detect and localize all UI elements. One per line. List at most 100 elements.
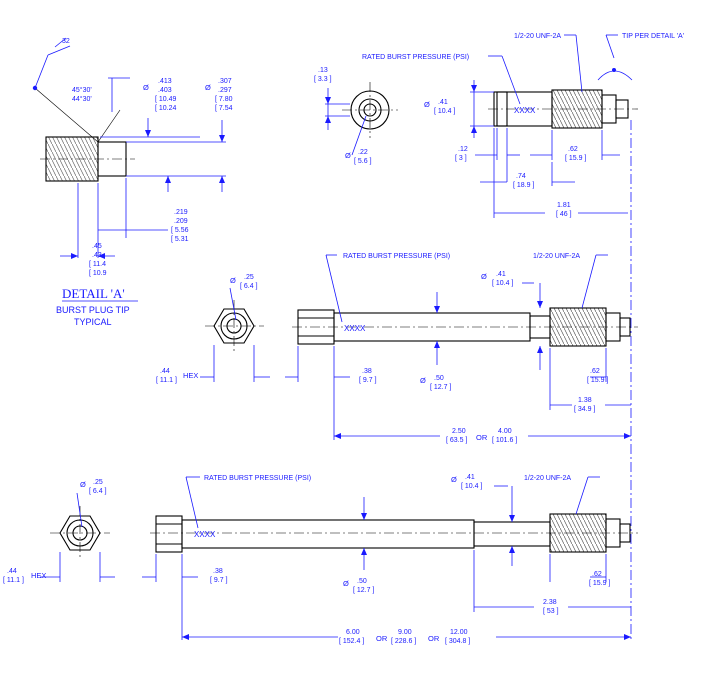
bot-len-a-mm: [ 152.4 ] [339, 638, 364, 645]
dim-403: .403 [158, 87, 172, 94]
bottom-part: Ø .25 [ 6.4 ] .44 [ 11.1 ] HEX XXXX RATE… [3, 474, 638, 645]
mid-dim-25: .25 [244, 274, 254, 281]
dim-297: .297 [218, 87, 232, 94]
bot-hex-body [155, 515, 183, 553]
svg-text:Ø: Ø [424, 100, 430, 109]
mid-dim-11-1: [ 11.1 ] [156, 377, 177, 384]
mid-dim-1-38: 1.38 [578, 397, 592, 404]
bot-dim-6-4: [ 6.4 ] [89, 488, 107, 495]
top-xxxx-mark: XXXX [514, 106, 536, 115]
top-dim-22: .22 [358, 149, 368, 156]
bot-dim-10-4: [ 10.4 ] [461, 483, 482, 490]
mid-dim-50: .50 [434, 375, 444, 382]
mid-dim-44: .44 [160, 368, 170, 375]
top-dim-5-6: [ 5.6 ] [354, 158, 372, 165]
dim-7-54: [ 7.54 [215, 105, 233, 112]
detail-a-subtitle-1: BURST PLUG TIP [56, 305, 130, 315]
top-part: .13 [ 3.3 ] Ø .22 [ 5.6 ] XXXX RATED BUR… [314, 33, 684, 218]
mid-dim-6-4: [ 6.4 ] [240, 283, 258, 290]
bot-thread-label: 1/2-20 UNF-2A [524, 475, 571, 482]
top-thread-label: 1/2-20 UNF-2A [514, 33, 561, 40]
bot-xxxx-mark: XXXX [194, 530, 216, 539]
bot-shank [181, 519, 475, 549]
top-rated-label: RATED BURST PRESSURE (PSI) [362, 54, 469, 61]
dim-209: .209 [174, 218, 188, 225]
bot-len-c-mm: [ 304.8 ] [445, 638, 470, 645]
bot-dim-2-38: 2.38 [543, 599, 557, 606]
top-dim-10-4: [ 10.4 ] [434, 108, 455, 115]
dim-10-9: [ 10.9 [89, 270, 107, 277]
top-dim-1-81: 1.81 [557, 202, 571, 209]
roughness-32: 32 [62, 38, 70, 45]
bot-len-c: 12.00 [450, 629, 468, 636]
bot-dim-50: .50 [357, 578, 367, 585]
svg-text:Ø: Ø [343, 579, 349, 588]
top-dim-62: .62 [568, 146, 578, 153]
svg-text:Ø: Ø [230, 276, 236, 285]
bot-dim-25: .25 [93, 479, 103, 486]
bot-dim-9-7: [ 9.7 ] [210, 577, 228, 584]
bot-dim-41: .41 [465, 474, 475, 481]
dim-43: .43 [92, 252, 102, 259]
top-dim-41: .41 [438, 99, 448, 106]
top-dim-13: .13 [318, 67, 328, 74]
mid-len-b: 4.00 [498, 428, 512, 435]
dim-307: .307 [218, 78, 232, 85]
dim-11-4: [ 11.4 [89, 261, 106, 268]
detail-a: 32 45°30' 44°30' Ø .413 .403 [ 10.49 [ 1… [32, 37, 233, 327]
bot-or-2: OR [428, 634, 440, 643]
angle-upper: 45°30' [72, 86, 92, 94]
top-dim-3: [ 3 ] [455, 155, 467, 162]
mid-dim-38: .38 [362, 368, 372, 375]
mid-dim-10-4: [ 10.4 ] [492, 280, 513, 287]
bot-dim-44: .44 [7, 568, 17, 575]
mid-dim-12-7: [ 12.7 ] [430, 384, 451, 391]
mid-dim-15-9: [ 15.9 ] [587, 377, 608, 384]
top-dim-46: [ 46 ] [556, 211, 572, 218]
mid-len-a: 2.50 [452, 428, 466, 435]
dim-10-49: [ 10.49 [155, 96, 177, 103]
dim-10-24: [ 10.24 [155, 105, 177, 112]
bot-dim-62: .62 [592, 571, 602, 578]
mid-dim-62: .62 [590, 368, 600, 375]
detail-a-title: DETAIL 'A' [62, 286, 125, 301]
mid-hex-label: HEX [183, 371, 198, 380]
bot-dim-15-9: [ 15.9 ] [589, 580, 610, 587]
bot-hex-label: HEX [31, 571, 46, 580]
top-dim-12: .12 [458, 146, 468, 153]
dim-5-56: [ 5.56 [171, 227, 189, 234]
svg-text:Ø: Ø [80, 480, 86, 489]
bot-dim-11-1: [ 11.1 ] [3, 577, 24, 584]
top-dim-18-9: [ 18.9 ] [513, 182, 534, 189]
mid-rated-label: RATED BURST PRESSURE (PSI) [343, 253, 450, 260]
mid-thread-label: 1/2-20 UNF-2A [533, 253, 580, 260]
bot-rated-label: RATED BURST PRESSURE (PSI) [204, 475, 311, 482]
mid-len-a-mm: [ 63.5 ] [446, 437, 467, 444]
mid-dim-34-9: [ 34.9 ] [574, 406, 595, 413]
dim-7-80: [ 7.80 [215, 96, 233, 103]
svg-text:Ø: Ø [345, 151, 351, 160]
top-dim-15-9: [ 15.9 ] [565, 155, 586, 162]
mid-or: OR [476, 433, 488, 442]
bot-dim-12-7: [ 12.7 ] [353, 587, 374, 594]
svg-text:Ø: Ø [205, 83, 211, 92]
top-tip-label: TIP PER DETAIL 'A' [622, 33, 684, 40]
top-dim-74: .74 [516, 173, 526, 180]
detail-a-subtitle-2: TYPICAL [74, 317, 112, 327]
angle-lower: 44°30' [72, 95, 92, 103]
mid-xxxx-mark: XXXX [344, 324, 366, 333]
bot-len-a: 6.00 [346, 629, 360, 636]
dim-45: .45 [92, 243, 102, 250]
middle-part: Ø .25 [ 6.4 ] .44 [ 11.1 ] HEX XXXX RATE… [156, 253, 638, 444]
mid-dim-9-7: [ 9.7 ] [359, 377, 377, 384]
mid-len-b-mm: [ 101.6 ] [492, 437, 517, 444]
bot-or-1: OR [376, 634, 388, 643]
bot-len-b: 9.00 [398, 629, 412, 636]
top-dim-3-3: [ 3.3 ] [314, 76, 332, 83]
dim-413: .413 [158, 78, 172, 85]
svg-text:Ø: Ø [143, 83, 149, 92]
svg-text:Ø: Ø [420, 376, 426, 385]
svg-text:Ø: Ø [451, 475, 457, 484]
dim-5-31: [ 5.31 [171, 236, 189, 243]
